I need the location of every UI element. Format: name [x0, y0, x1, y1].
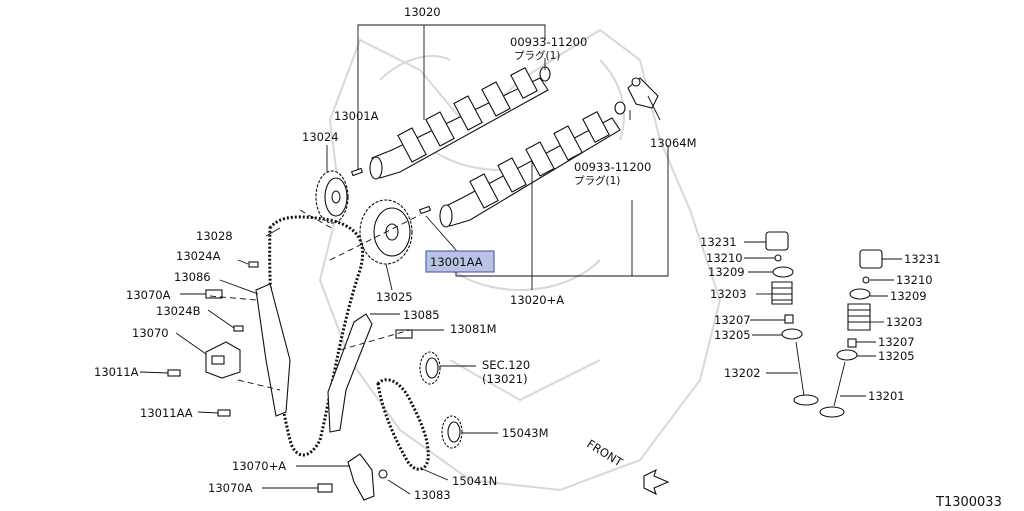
- label-13028: 13028: [196, 229, 233, 243]
- valve-train-left[interactable]: [765, 231, 819, 406]
- label-00933-top: 00933-11200: [510, 35, 587, 49]
- dowel-pin-13001A[interactable]: [350, 167, 364, 177]
- oil-pump-chain[interactable]: [376, 378, 430, 471]
- exhaust-camshaft[interactable]: [369, 66, 551, 180]
- leader-lines: [139, 24, 902, 495]
- label-13070-plus-A: 13070+A: [232, 459, 286, 473]
- label-left-13231: 13231: [700, 235, 737, 249]
- label-13001A: 13001A: [334, 109, 379, 123]
- label-plug-top: プラグ(1): [514, 49, 560, 62]
- label-right-13210: 13210: [896, 273, 933, 287]
- label-right-13205: 13205: [878, 349, 915, 363]
- label-right-13203: 13203: [886, 315, 923, 329]
- label-13081M: 13081M: [450, 322, 497, 336]
- dowel-pin-13001AA[interactable]: [418, 205, 432, 215]
- label-13024B: 13024B: [156, 304, 201, 318]
- sec120-crank-sprocket[interactable]: [419, 351, 441, 385]
- chain-guide-13085[interactable]: [327, 313, 373, 433]
- chain-guide-13086[interactable]: [255, 283, 291, 417]
- bolt-13083[interactable]: [378, 469, 388, 479]
- diagram-reference-code: T1300033: [935, 495, 1002, 510]
- label-13025: 13025: [376, 290, 413, 304]
- exhaust-sprocket[interactable]: [315, 170, 349, 224]
- label-right-13207: 13207: [878, 335, 915, 349]
- cam-sensor-plate[interactable]: [627, 77, 659, 109]
- label-13083: 13083: [414, 488, 451, 502]
- label-plug-mid: プラグ(1): [574, 174, 620, 187]
- assembly-dash-lines: [209, 209, 421, 391]
- label-left-13203: 13203: [710, 287, 747, 301]
- label-13011AA: 13011AA: [140, 406, 193, 420]
- front-arrow: [643, 468, 670, 496]
- label-left-13205: 13205: [714, 328, 751, 342]
- label-13070: 13070: [132, 326, 169, 340]
- pin-13070A[interactable]: [205, 289, 223, 299]
- label-13011A: 13011A: [94, 365, 139, 379]
- label-13086: 13086: [174, 270, 211, 284]
- label-00933-mid: 00933-11200: [574, 160, 651, 174]
- label-13001AA[interactable]: 13001AA: [430, 255, 483, 269]
- label-sec120: SEC.120: [482, 358, 530, 372]
- label-13024A: 13024A: [176, 249, 221, 263]
- valve-train-right[interactable]: [819, 249, 883, 418]
- label-right-13231: 13231: [904, 252, 941, 266]
- pin-13070A-lower[interactable]: [317, 483, 333, 493]
- chain-tensioner-13070[interactable]: [205, 341, 241, 379]
- label-left-13210: 13210: [706, 251, 743, 265]
- label-13202: 13202: [724, 366, 761, 380]
- label-15041N: 15041N: [452, 474, 497, 488]
- label-left-13207: 13207: [714, 313, 751, 327]
- tensioner-13070A-plus[interactable]: [347, 453, 375, 501]
- label-front: FRONT: [584, 437, 626, 470]
- label-13070A: 13070A: [126, 288, 171, 302]
- label-right-13209: 13209: [890, 289, 927, 303]
- intake-camshaft[interactable]: [439, 101, 626, 228]
- bolts[interactable]: [167, 261, 259, 417]
- oil-pump-sprocket[interactable]: [441, 415, 463, 449]
- label-13064M: 13064M: [650, 136, 697, 150]
- label-13070A-lower: 13070A: [208, 481, 253, 495]
- label-15043M: 15043M: [502, 426, 549, 440]
- label-13020A: 13020+A: [510, 293, 564, 307]
- bolt-13081M[interactable]: [395, 329, 413, 339]
- label-13024: 13024: [302, 130, 339, 144]
- label-13201: 13201: [868, 389, 905, 403]
- label-13085: 13085: [403, 308, 440, 322]
- label-13020: 13020: [404, 5, 441, 19]
- label-sec120-sub: (13021): [482, 372, 528, 386]
- label-left-13209: 13209: [708, 265, 745, 279]
- highlight-13001AA[interactable]: [425, 250, 495, 273]
